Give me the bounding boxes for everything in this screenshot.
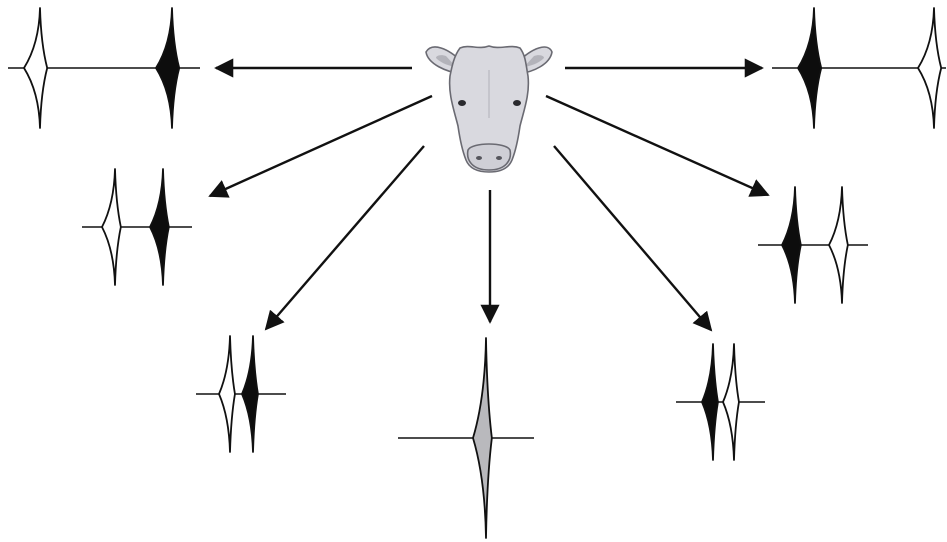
arrow-to-upper-left xyxy=(210,96,432,196)
cow-nostril-right xyxy=(496,156,502,160)
cow-eye-right xyxy=(513,100,521,106)
filled-spindle-icon xyxy=(156,8,179,128)
cow-muzzle xyxy=(468,144,511,170)
arrow-to-lower-left xyxy=(266,146,424,329)
hollow-spindle-icon xyxy=(723,344,739,460)
cow-eye-left xyxy=(458,100,466,106)
filled-spindle-icon xyxy=(702,344,718,460)
arrow-to-lower-right xyxy=(554,146,711,330)
cow-head-icon xyxy=(426,46,552,172)
outcome-upper-left xyxy=(82,169,192,285)
arrow-to-upper-right xyxy=(546,96,768,195)
outcome-lower-left xyxy=(196,336,286,452)
filled-spindle-icon xyxy=(150,169,169,285)
filled-spindle-icon xyxy=(798,8,821,128)
hollow-spindle-icon xyxy=(918,8,941,128)
outcome-bottom-center xyxy=(398,338,534,538)
hollow-spindle-icon xyxy=(829,187,848,303)
mixed-spindle-icon xyxy=(473,338,492,538)
hollow-spindle-icon xyxy=(219,336,235,452)
outcome-top-right xyxy=(772,8,946,128)
hollow-spindle-icon xyxy=(102,169,121,285)
outcome-lower-right xyxy=(676,344,765,460)
filled-spindle-icon xyxy=(242,336,258,452)
filled-spindle-icon xyxy=(782,187,801,303)
outcome-upper-right xyxy=(758,187,868,303)
cow-nostril-left xyxy=(476,156,482,160)
hollow-spindle-icon xyxy=(24,8,47,128)
outcome-top-left xyxy=(8,8,200,128)
